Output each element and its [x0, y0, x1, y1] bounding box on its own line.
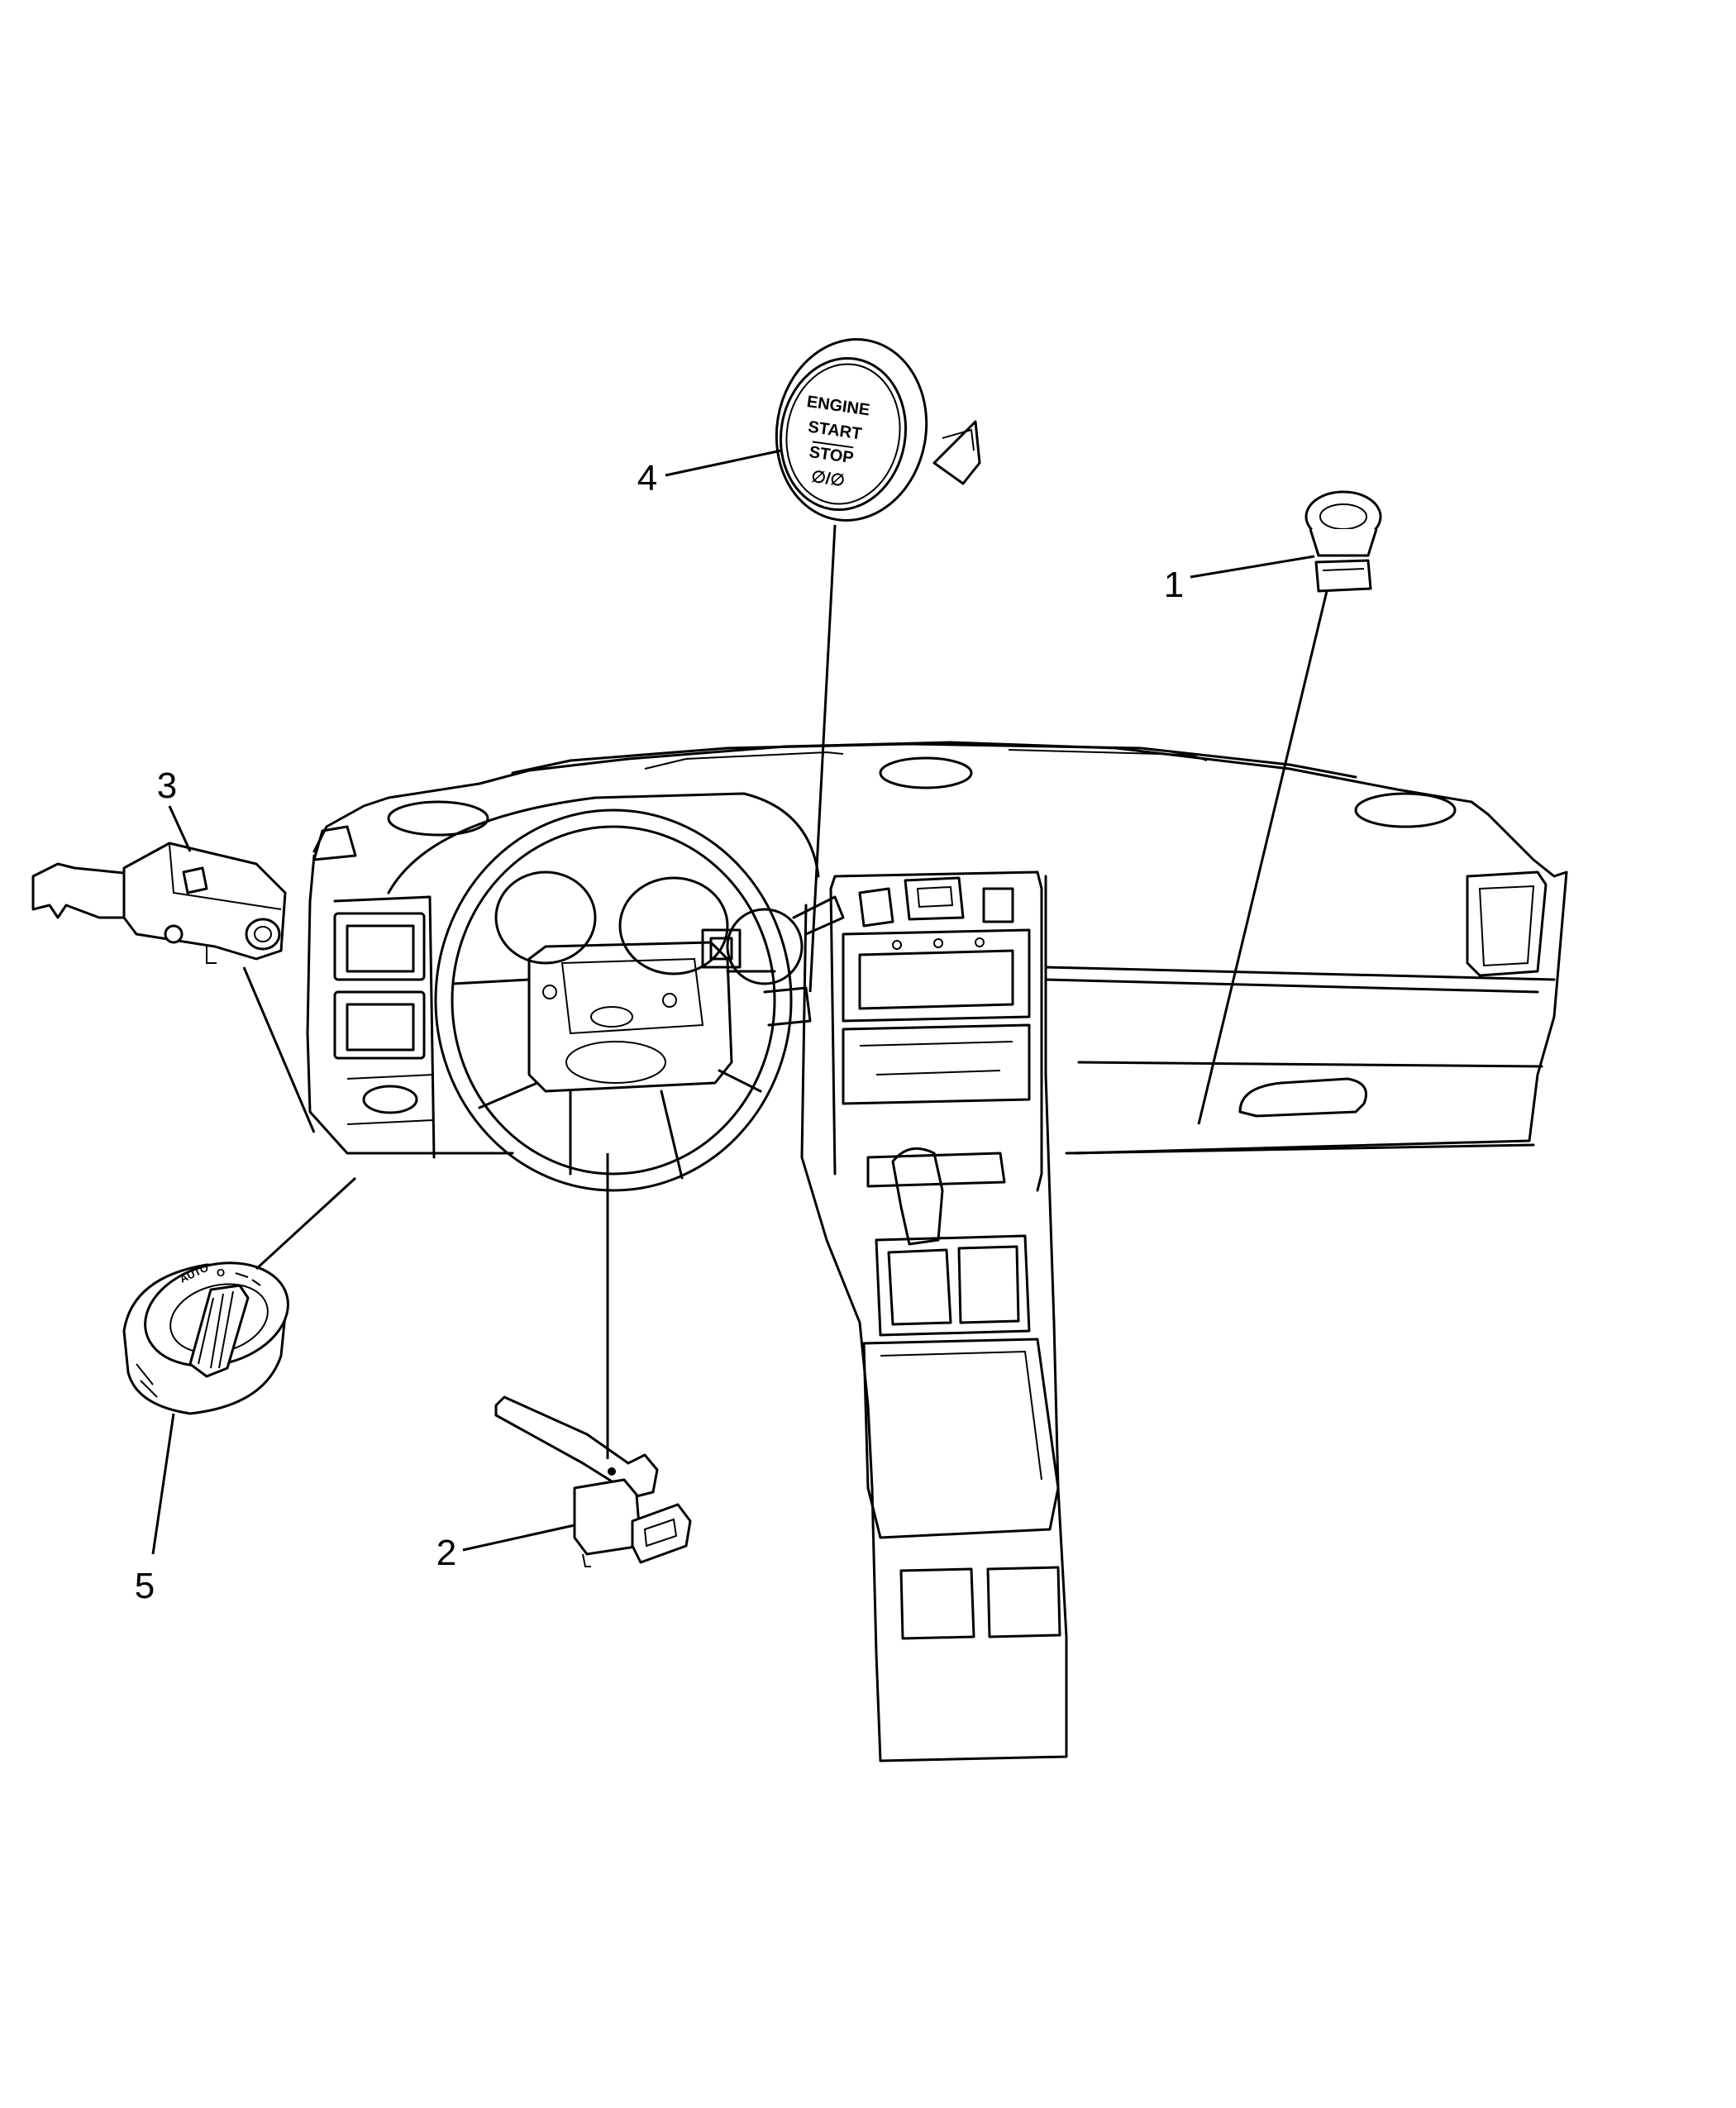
part-4: ENGINE START STOP ∅/∅ [769, 338, 981, 522]
gear-shifter [891, 1147, 944, 1246]
part-1 [1304, 490, 1382, 593]
steering-wheel [434, 808, 793, 1192]
part-5: AUTO O [122, 1261, 289, 1415]
callout-4: 4 [637, 458, 657, 498]
center-speaker-grille [879, 756, 973, 789]
instrument-panel [306, 741, 1568, 1762]
headlamp-knob-handle[interactable] [188, 1284, 250, 1378]
start-button-face[interactable] [769, 348, 918, 519]
part-3 [31, 842, 287, 964]
right-speaker-grille [1354, 792, 1457, 828]
callout-5: 5 [135, 1566, 155, 1606]
callout-numbers: 1 2 3 4 5 [135, 458, 1184, 1606]
armrest [862, 1338, 1060, 1539]
callout-2: 2 [436, 1533, 456, 1573]
right-air-vent [1466, 870, 1548, 977]
part-2 [494, 1395, 692, 1567]
headlamp-knob-label-off: O [217, 1266, 225, 1279]
callout-3: 3 [157, 765, 177, 806]
start-button-connector [932, 420, 981, 485]
glovebox-handle [1238, 1077, 1367, 1118]
leader-lines [151, 449, 1328, 1555]
left-speaker-grille [387, 800, 489, 837]
callout-1: 1 [1164, 565, 1184, 605]
radio-display [842, 928, 1031, 1023]
